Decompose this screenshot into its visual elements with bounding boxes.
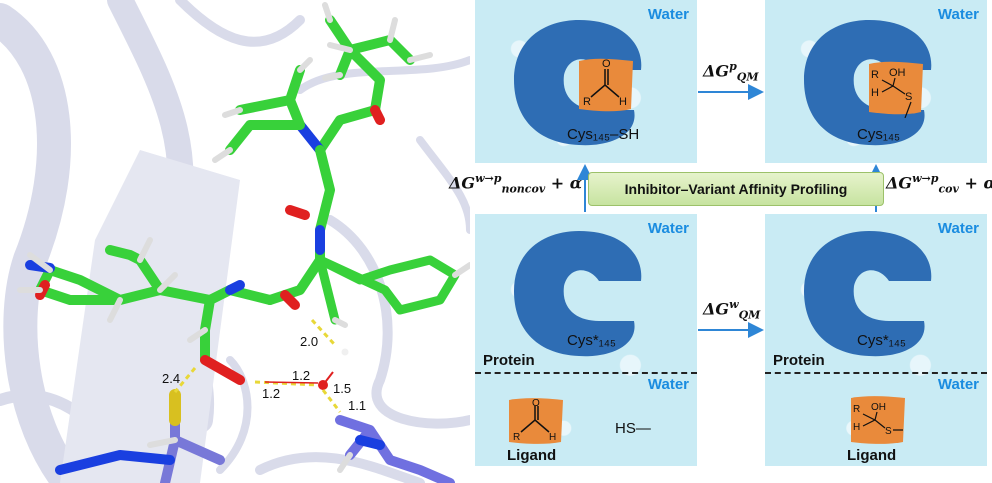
label-dg-cov: ΔGw→pcov + α [886, 172, 992, 196]
svg-text:OH: OH [871, 402, 886, 413]
distance-label-2: 1.2 [292, 368, 310, 383]
water-label: Water [937, 6, 979, 23]
label-dg-noncov: ΔGw→pnoncov + α [449, 172, 583, 196]
distance-label-1: 2.4 [162, 371, 180, 386]
banner-text: Inhibitor–Variant Affinity Profiling [624, 181, 848, 197]
svg-text:O: O [532, 398, 540, 409]
svg-text:R: R [871, 69, 879, 81]
svg-text:S: S [885, 426, 892, 437]
cys-star-label: Cys*₁₄₅ [857, 332, 906, 349]
distance-label-6: 1.1 [348, 398, 366, 413]
oh-bond [322, 371, 334, 386]
protein-blob [804, 231, 932, 357]
label-dg-qm-p: ΔGpQM [703, 60, 759, 84]
svg-text:H: H [871, 87, 879, 99]
protein-label: Protein [483, 352, 535, 369]
water-label: Water [647, 376, 689, 393]
water-label: Water [647, 220, 689, 237]
molecular-structure: 2.4 1.2 1.2 2.0 1.5 1.1 [0, 0, 470, 483]
ligand-aldehyde: O R H [579, 58, 633, 112]
phase-divider [765, 372, 987, 374]
oh-bond-2 [264, 381, 319, 384]
ligand-thiohemiacetal: R OH H S [869, 61, 923, 118]
ligand-label: Ligand [847, 447, 897, 464]
cys-sh-label: Cys₁₄₅–SH [567, 126, 640, 143]
panel-separated-noncovalent: Water Cys*₁₄₅ Protein Water O R H HS— Li… [475, 214, 697, 466]
protein-blob [514, 231, 642, 357]
svg-text:R: R [853, 404, 860, 415]
svg-text:H: H [619, 96, 627, 108]
svg-text:R: R [583, 96, 591, 108]
svg-text:H: H [549, 432, 556, 443]
ligand-label: Ligand [507, 447, 557, 464]
protein-label: Protein [773, 352, 825, 369]
panel-separated-covalent: Water Cys*₁₄₅ Protein Water R OH H S Lig… [765, 214, 987, 466]
hydrogen-atom [341, 348, 349, 356]
hydrogen-sticks [17, 2, 470, 473]
svg-text:S: S [905, 91, 912, 103]
panel-protein-complex-covalent: Water R OH H S Cys₁₄₅ [765, 0, 987, 163]
water-label: Water [647, 6, 689, 23]
cys-label: Cys₁₄₅ [857, 126, 901, 143]
panel-protein-complex-noncovalent: Water O R H Cys₁₄₅–SH [475, 0, 697, 163]
cys-star-label: Cys*₁₄₅ [567, 332, 616, 349]
ligand-thiohemiacetal: R OH H S [851, 396, 905, 444]
hs-label: HS— [615, 420, 651, 437]
water-label: Water [937, 220, 979, 237]
affinity-profiling-banner: Inhibitor–Variant Affinity Profiling [588, 172, 884, 206]
svg-text:O: O [602, 58, 611, 70]
distance-label-3: 1.2 [262, 386, 280, 401]
svg-text:H: H [853, 422, 860, 433]
svg-text:OH: OH [889, 67, 906, 79]
protein-blob [514, 20, 642, 146]
ligand-sticks [25, 15, 460, 483]
ligand-aldehyde: O R H [509, 398, 563, 444]
water-label: Water [937, 376, 979, 393]
distance-label-4: 2.0 [300, 334, 318, 349]
distance-label-5: 1.5 [333, 381, 351, 396]
ribbon-sheet [60, 150, 240, 483]
label-dg-qm-w: ΔGwQM [703, 298, 761, 322]
svg-text:R: R [513, 432, 520, 443]
phase-divider [475, 372, 697, 374]
